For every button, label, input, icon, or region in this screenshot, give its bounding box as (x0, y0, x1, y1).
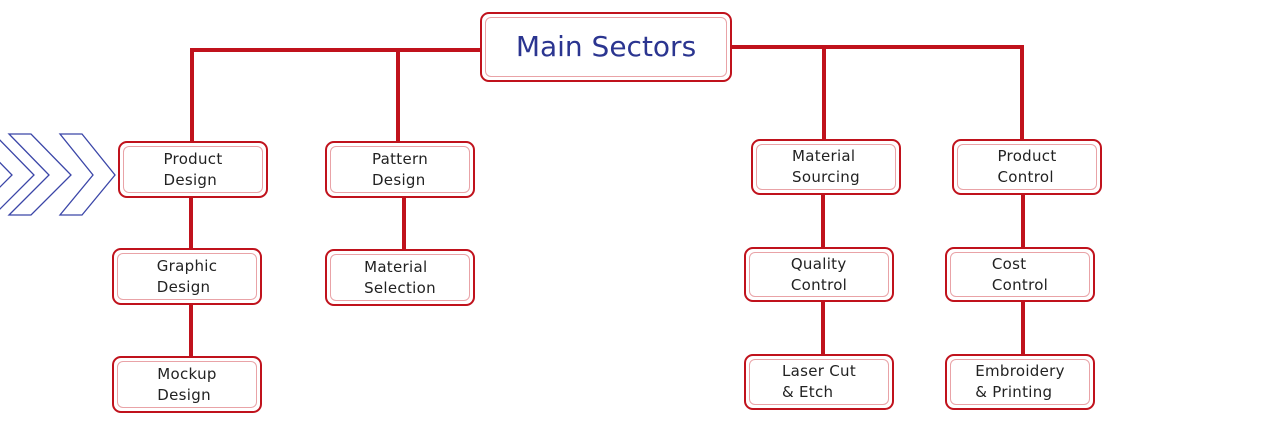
node-mockup-design: Mockup Design (112, 356, 262, 413)
node-label: Quality Control (790, 254, 848, 294)
node-label: Laser Cut & Etch (781, 362, 857, 401)
node-cost-control: Cost Control (945, 247, 1095, 302)
node-graphic-design: Graphic Design (112, 248, 262, 305)
triple-chevron-right-icon (0, 133, 116, 216)
node-quality-control: Quality Control (744, 247, 894, 302)
root-node-main-sectors: Main Sectors (480, 12, 732, 82)
node-embroidery-printing: Embroidery & Printing (945, 354, 1095, 410)
node-pattern-design: Pattern Design (325, 141, 475, 198)
node-label: Graphic Design (156, 256, 218, 296)
node-label: Embroidery & Printing (975, 362, 1065, 401)
node-label: Material Sourcing (792, 147, 860, 186)
node-label: Product Design (163, 149, 223, 189)
node-label: Material Selection (364, 257, 436, 297)
root-label: Main Sectors (515, 30, 697, 63)
node-product-design: Product Design (118, 141, 268, 198)
node-laser-cut-etch: Laser Cut & Etch (744, 354, 894, 410)
node-material-sourcing: Material Sourcing (751, 139, 901, 195)
node-label: Mockup Design (157, 364, 217, 404)
node-product-control: Product Control (952, 139, 1102, 195)
node-label: Pattern Design (371, 149, 429, 189)
node-label: Cost Control (991, 254, 1049, 294)
node-label: Product Control (997, 147, 1057, 186)
node-material-selection: Material Selection (325, 249, 475, 306)
